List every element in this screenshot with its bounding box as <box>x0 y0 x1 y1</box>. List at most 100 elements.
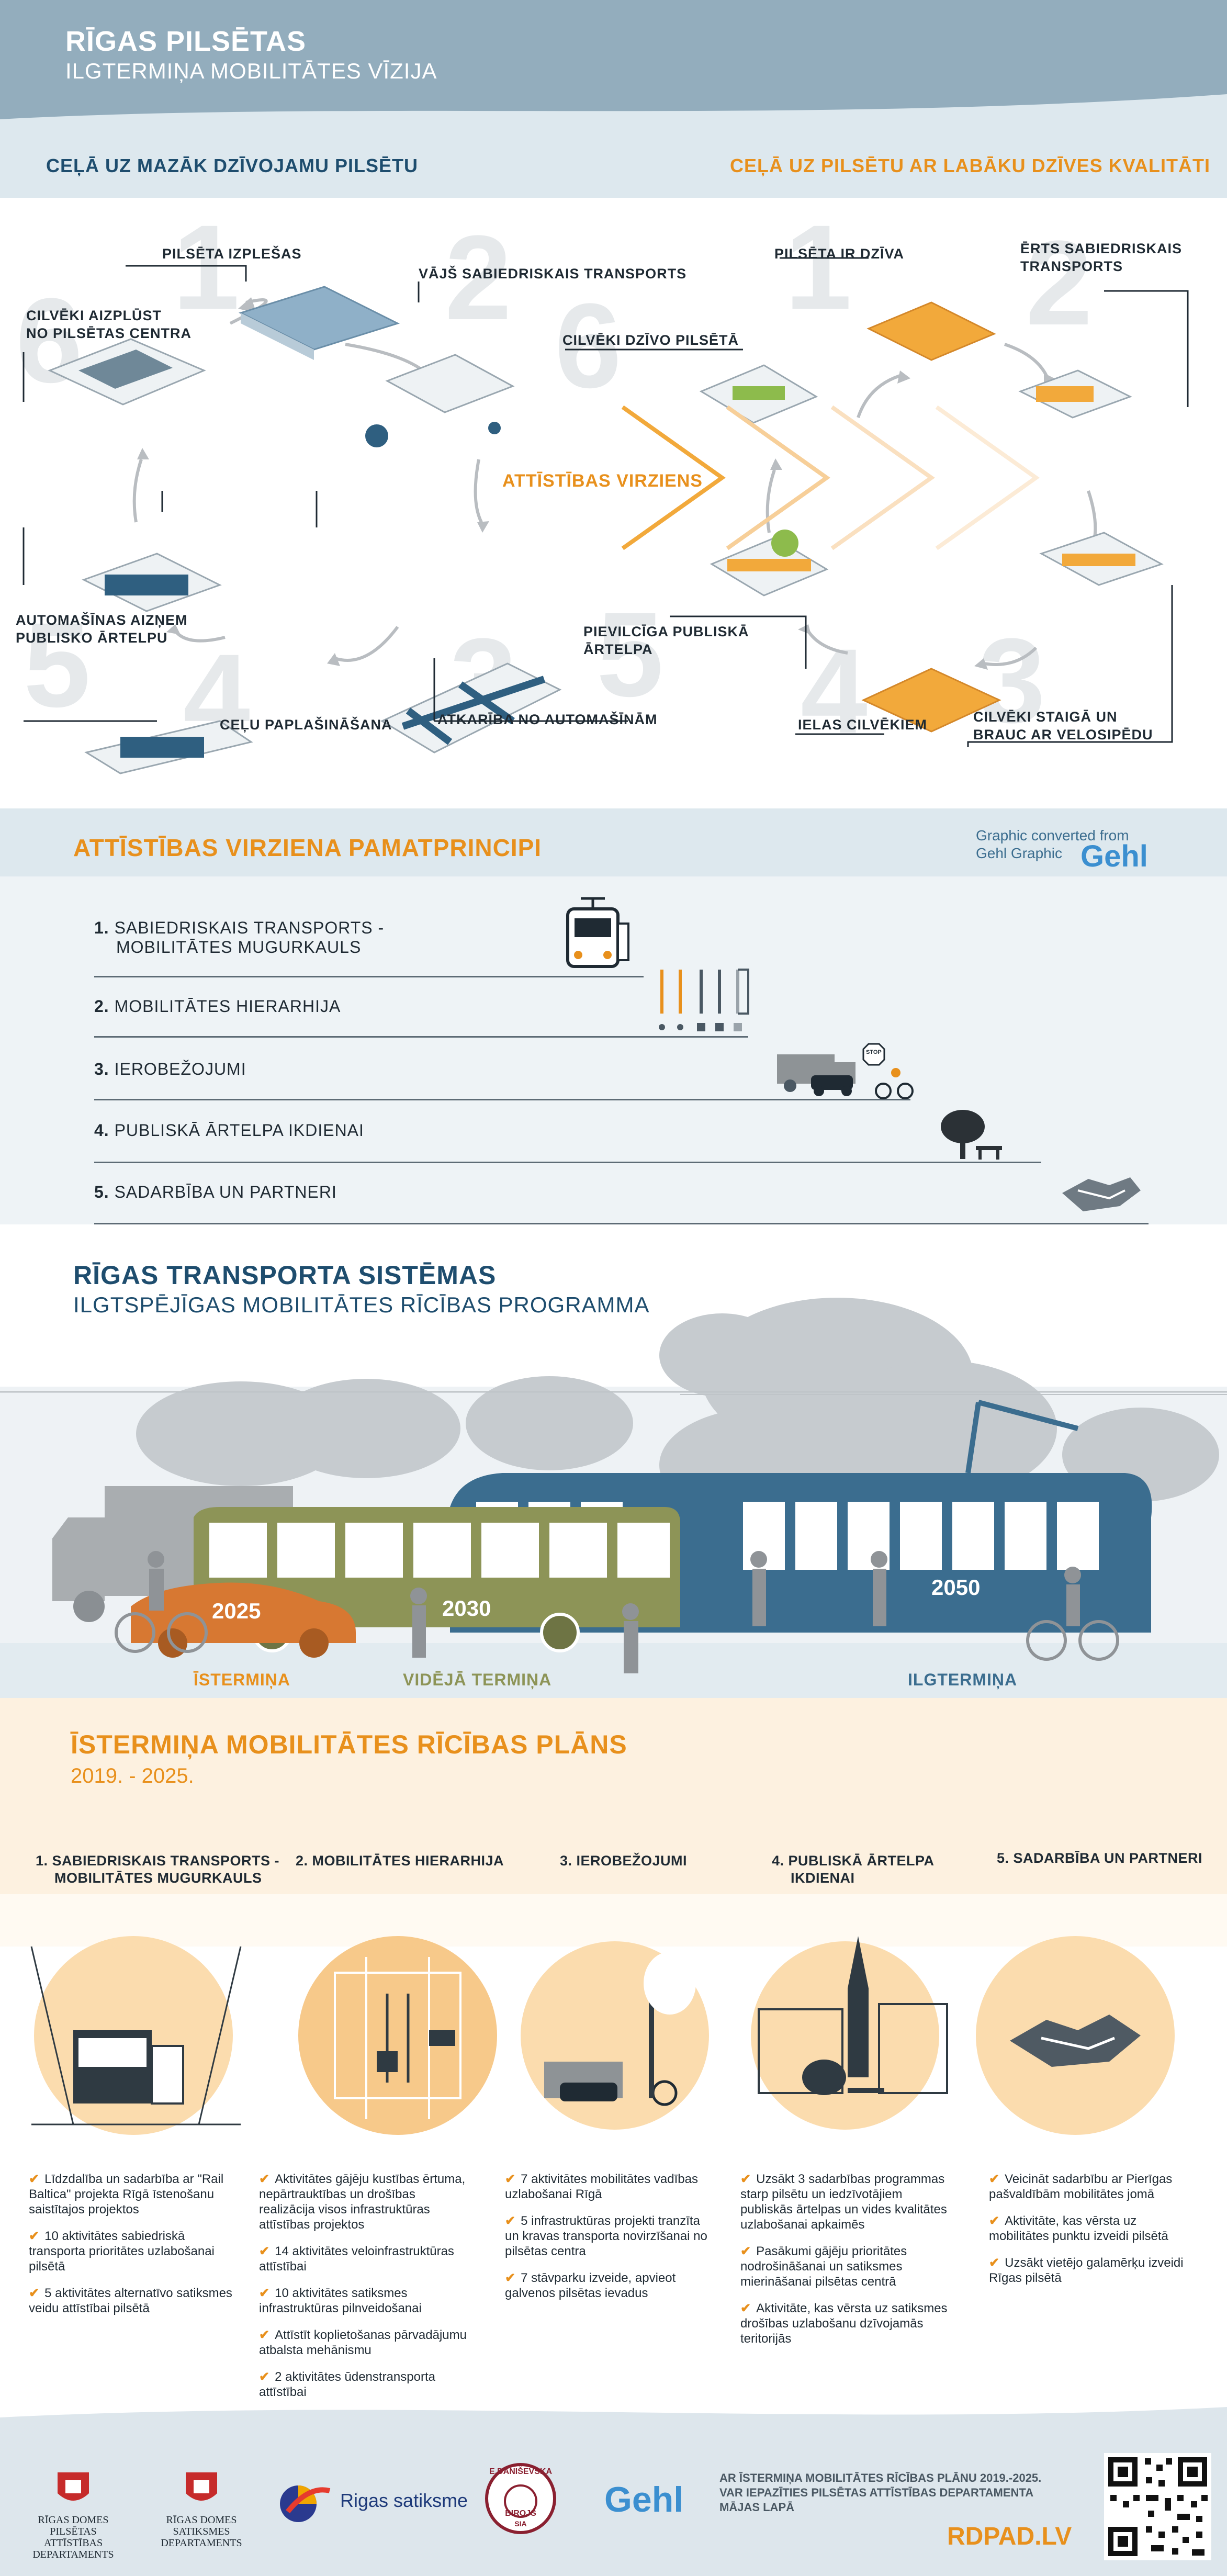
col2-checklist: ✔Aktivitātes gājēju kustības ērtuma, nep… <box>259 2172 474 2400</box>
col3-title: 3. IEROBEŽOJUMI <box>560 1853 688 1869</box>
big-number: 5 <box>596 587 663 722</box>
vision-illustration <box>22 257 1189 774</box>
label-ielas-cilvekiem: IELAS CILVĒKIEM <box>798 717 928 733</box>
left-city-blocks <box>48 286 562 774</box>
header-banner: RĪGAS PILSĒTAS ILGTERMIŅA MOBILITĀTES VĪ… <box>0 0 1227 119</box>
checklist-item: ✔5 infrastruktūras projekti tranzīta un … <box>505 2214 707 2258</box>
shortterm-band-fade <box>0 1894 1227 1947</box>
label-attistibas-virziens: ATTĪSTĪBAS VIRZIENS <box>502 471 703 491</box>
col2-title: 2. MOBILITĀTES HIERARHIJA <box>296 1853 504 1869</box>
principle-icons <box>566 897 1141 1211</box>
page-subtitle: ILGTERMIŅA MOBILITĀTES VĪZIJA <box>65 59 437 83</box>
label-cilveki-aizplust-2: NO PILSĒTAS CENTRA <box>26 325 192 341</box>
illustration-cooperation <box>976 1936 1175 2135</box>
principles-list: 1. SABIEDRISKAIS TRANSPORTS - MOBILITĀTE… <box>0 876 1227 1224</box>
footer-url[interactable]: RDPAD.LV <box>947 2523 1072 2550</box>
shortterm-title: ĪSTERMIŅA MOBILITĀTES RĪCĪBAS PLĀNS <box>71 1730 627 1759</box>
principle-5-line <box>94 1223 1149 1224</box>
logo-rigas-satiksme: Rigas satiksme <box>340 2490 468 2511</box>
label-pievilciga-2: ĀRTELPA <box>583 642 653 657</box>
big-number: 6 <box>555 278 622 413</box>
vision-header-band: CEĻĀ UZ MAZĀK DZĪVOJAMU PILSĒTU CEĻĀ UZ … <box>0 119 1227 198</box>
big-number: 2 <box>1026 216 1093 350</box>
right-vision-title: CEĻĀ UZ PILSĒTU AR LABĀKU DZĪVES KVALITĀ… <box>730 155 1210 176</box>
header-wave <box>0 94 1227 126</box>
big-number: 1 <box>173 200 240 334</box>
col1-checklist: ✔Līdzdalība un sadarbība ar "Rail Baltic… <box>29 2172 243 2316</box>
label-atkariba: ATKARĪBA NO AUTOMAŠĪNĀM <box>437 712 658 727</box>
year-2050: 2050 <box>931 1575 981 1600</box>
footer-wave <box>0 2407 1227 2428</box>
shortterm-illustrations <box>30 1936 1175 2135</box>
logo-danisevska-birojs: BIROJS <box>505 2509 536 2518</box>
label-vajs-transports: VĀJŠ SABIEDRISKAIS TRANSPORTS <box>419 266 687 282</box>
checklist-item: ✔Aktivitāte, kas vērsta uz satiksmes dro… <box>740 2301 948 2346</box>
rigas-satiksme-logo-icon <box>280 2485 331 2522</box>
transport-ground <box>0 1643 1227 1701</box>
label-automasinas-2: PUBLISKO ĀRTELPU <box>16 630 168 646</box>
big-number: 5 <box>24 598 91 732</box>
logo-danisevska-sia: SIA <box>514 2519 527 2528</box>
bus-2030 <box>194 1507 680 1652</box>
label-pilseta-izplesas: PILSĒTA IZPLEŠAS <box>162 246 302 262</box>
label-pievilciga-1: PIEVILCĪGA PUBLISKĀ <box>583 624 749 639</box>
shortterm-band <box>0 1698 1227 1913</box>
label-erts-transports-1: ĒRTS SABIEDRISKAIS <box>1020 241 1183 256</box>
label-cilveki-dzivo: CILVĒKI DZĪVO PILSĒTĀ <box>562 332 739 348</box>
gehl-logo: Gehl <box>1080 839 1148 873</box>
big-number: 1 <box>785 200 852 334</box>
tree-bench-icon <box>941 1110 1002 1160</box>
restrictions-icon <box>777 1043 914 1099</box>
vision-diagram: 1 2 3 4 5 6 1 2 3 4 5 6 <box>0 198 1227 808</box>
big-number: 4 <box>801 624 868 758</box>
checklist-item: ✔Veicināt sadarbību ar Pierīgas pašvaldī… <box>989 2172 1173 2201</box>
handshake-icon <box>1062 1177 1141 1211</box>
checklist-item: ✔Aktivitātes gājēju kustības ērtuma, nep… <box>259 2172 466 2232</box>
term-short: ĪSTERMIŅA <box>194 1670 290 1689</box>
checklist-item: ✔5 aktivitātes alternatīvo satiksmes vei… <box>29 2286 232 2315</box>
label-pilseta-ir-dziva: PILSĒTA IR DZĪVA <box>774 246 905 262</box>
col5-checklist: ✔Veicināt sadarbību ar Pierīgas pašvaldī… <box>989 2172 1198 2286</box>
checklist-item: ✔Uzsākt 3 sadarbības programmas starp pi… <box>740 2172 947 2232</box>
checklist-item: ✔10 aktivitātes satiksmes infrastruktūra… <box>259 2286 422 2315</box>
label-cilveki-staiga-1: CILVĒKI STAIGĀ UN <box>973 709 1118 725</box>
transport-title: RĪGAS TRANSPORTA SISTĒMAS <box>73 1261 497 1290</box>
transport-illustration <box>0 1298 1227 1673</box>
col5-title: 5. SADARBĪBA UN PARTNERI <box>997 1850 1203 1866</box>
checklist-item: ✔7 aktivitātes mobilitātes vadības uzlab… <box>505 2172 698 2201</box>
year-2025: 2025 <box>212 1599 261 1623</box>
checklist-item: ✔Pasākumi gājēju prioritātes nodrošināša… <box>740 2244 907 2289</box>
checklist-item: ✔2 aktivitātes ūdenstransporta attīstība… <box>259 2370 435 2399</box>
principle-1-line <box>94 976 644 977</box>
qr-code-icon[interactable] <box>1104 2453 1211 2560</box>
direction-chevrons <box>621 405 1040 550</box>
col3-checklist: ✔7 aktivitātes mobilitātes vadības uzlab… <box>505 2172 714 2301</box>
illustration-mobility-hierarchy <box>298 1936 497 2135</box>
checklist-item: ✔7 stāvparku izveide, apvieot galvenos p… <box>505 2271 676 2300</box>
principle-4-line <box>94 1162 1041 1163</box>
label-erts-transports-2: TRANSPORTS <box>1020 258 1123 274</box>
term-long: ILGTERMIŅA <box>908 1670 1018 1689</box>
principles-title: ATTĪSTĪBAS VIRZIENA PAMATPRINCIPI <box>73 834 542 861</box>
principle-3: 3. IEROBEŽOJUMI <box>94 1060 246 1078</box>
col4-checklist: ✔Uzsākt 3 sadarbības programmas starp pi… <box>740 2172 950 2346</box>
checklist-item: ✔10 aktivitātes sabiedriskā transporta p… <box>29 2229 215 2274</box>
right-city-blocks <box>699 301 1164 733</box>
logo-danisevska-name: E.DANIŠEVSKA <box>489 2467 553 2476</box>
term-medium: VIDĒJĀ TERMIŅA <box>403 1670 552 1689</box>
big-number: 3 <box>978 613 1045 748</box>
principle-3-line <box>94 1099 910 1100</box>
left-vision-title: CEĻĀ UZ MAZĀK DZĪVOJAMU PILSĒTU <box>46 155 418 176</box>
footer-note: AR ĪSTERMIŅA MOBILITĀTES RĪCĪBAS PLĀNU 2… <box>719 2471 1042 2514</box>
shortterm-years: 2019. - 2025. <box>71 1764 194 1787</box>
transport-subtitle: ILGTSPĒJĪGAS MOBILITĀTES RĪCĪBAS PROGRAM… <box>73 1292 650 1317</box>
year-2030: 2030 <box>442 1596 491 1621</box>
principles-header: ATTĪSTĪBAS VIRZIENA PAMATPRINCIPI Graphi… <box>0 808 1227 876</box>
big-number: 2 <box>445 210 512 345</box>
illustration-public-space <box>751 1936 948 2130</box>
principle-2: 2. MOBILITĀTES HIERARHIJA <box>94 997 341 1016</box>
hierarchy-arrows-icon <box>659 969 749 1031</box>
